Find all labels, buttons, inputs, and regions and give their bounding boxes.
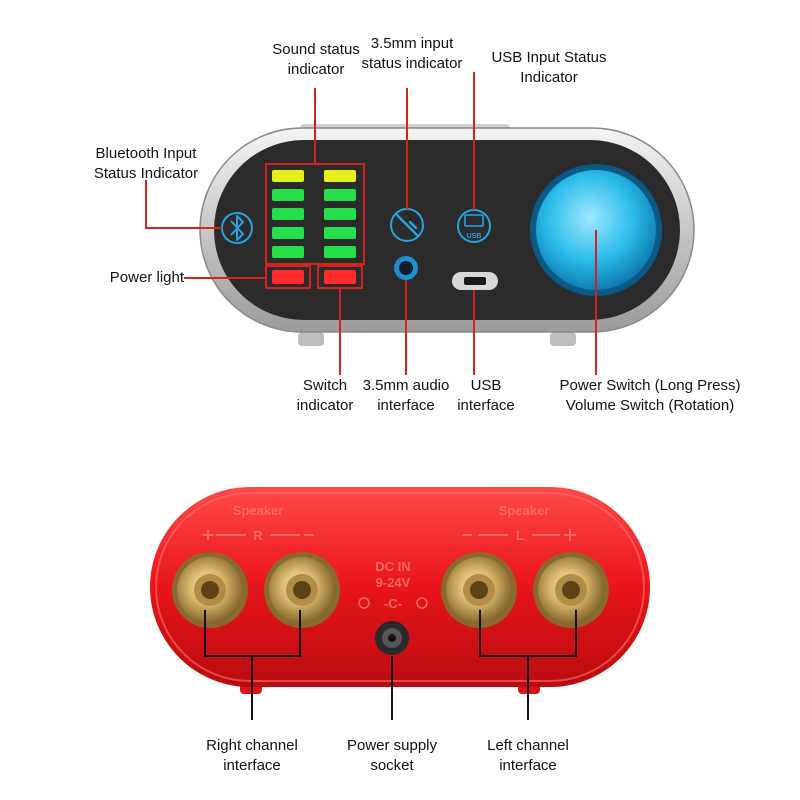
right-channel-plus-post[interactable]	[172, 552, 248, 628]
power-supply-socket-label: Power supply socket	[346, 737, 438, 774]
audio-35-interface-label: 3.5mm audio interface	[362, 377, 450, 414]
front-foot-right	[550, 332, 576, 346]
usb-badge-text: USB	[467, 233, 482, 240]
back-body	[150, 487, 650, 687]
left-channel-plus-post[interactable]	[533, 552, 609, 628]
front-foot-left	[298, 332, 324, 346]
sound-status-indicator-label: Sound status indicator	[272, 41, 360, 78]
usb-port[interactable]	[452, 272, 498, 290]
speaker-engraving-left-pair: Speaker	[499, 503, 550, 518]
dc-power-socket[interactable]	[375, 621, 409, 655]
usb-interface-label: USB interface	[457, 377, 515, 414]
led-yellow	[272, 170, 304, 182]
led-green	[272, 208, 304, 220]
led-green	[272, 227, 304, 239]
led-green	[324, 208, 356, 220]
led-green	[324, 189, 356, 201]
dc-polarity-engraving: -C-	[384, 596, 402, 611]
usb-input-status-indicator-label: USB Input Status Indicator	[491, 49, 607, 86]
back-body-rim	[155, 492, 645, 682]
input-35-status-indicator-label: 3.5mm input status indicator	[361, 35, 463, 72]
left-channel-minus-post[interactable]	[441, 552, 517, 628]
led-green	[272, 246, 304, 258]
dc-voltage-engraving: 9-24V	[376, 575, 411, 590]
speaker-engraving-right-pair: Speaker	[233, 503, 284, 518]
front-leader-lines	[145, 72, 597, 375]
switch-indicator-label: Switch indicator	[296, 377, 354, 414]
polarity-marks	[203, 529, 576, 541]
switch-indicator-led	[324, 270, 356, 284]
dc-polarity-symbols	[358, 597, 428, 609]
audio-jack-35mm[interactable]	[394, 256, 418, 280]
right-channel-interface-label: Right channel interface	[206, 737, 298, 774]
power-light-label: Power light	[109, 269, 184, 286]
left-channel-interface-label: Left channel interface	[487, 737, 569, 774]
led-yellow	[324, 170, 356, 182]
bluetooth-input-status-indicator-label: Bluetooth Input Status Indicator	[93, 145, 199, 182]
led-green	[324, 227, 356, 239]
sound-status-leds-right	[324, 170, 356, 258]
led-green	[324, 246, 356, 258]
right-channel-minus-post[interactable]	[264, 552, 340, 628]
l-channel-marker: L	[516, 528, 524, 543]
back-leader-lines	[204, 610, 577, 720]
led-green	[272, 189, 304, 201]
sound-status-leds-left	[272, 170, 304, 258]
power-light-led	[272, 270, 304, 284]
dc-in-engraving: DC IN	[375, 559, 410, 574]
r-channel-marker: R	[253, 528, 263, 543]
power-volume-switch-label: Power Switch (Long Press) Volume Switch …	[559, 377, 741, 414]
